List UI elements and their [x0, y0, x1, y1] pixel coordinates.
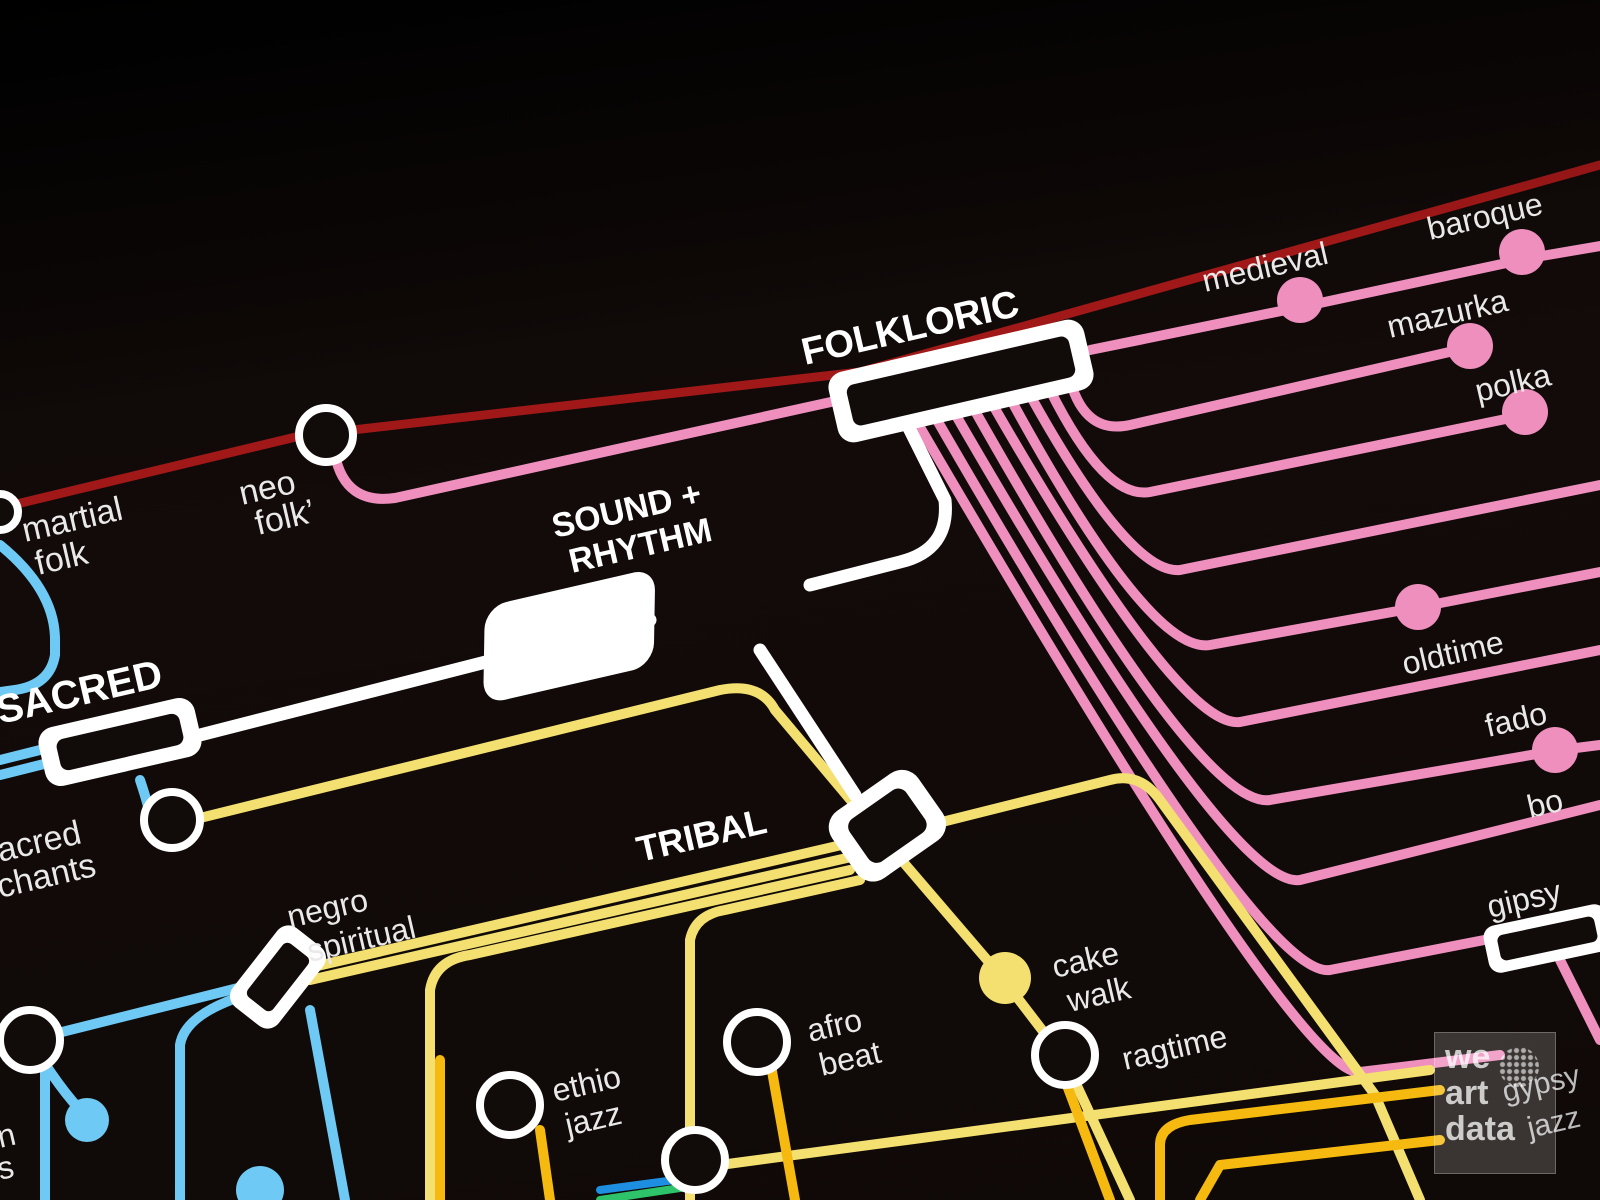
tribal-label: TRIBAL: [633, 800, 771, 870]
station-blue-a[interactable]: [65, 1098, 109, 1142]
station-afro-beat[interactable]: [723, 1008, 791, 1076]
partial-left-label-2: s: [0, 1148, 17, 1187]
station-neo-folk[interactable]: [295, 404, 357, 466]
watermark-text-2: art: [1445, 1074, 1489, 1112]
station-medieval[interactable]: [1277, 277, 1323, 323]
station-blue-b[interactable]: [236, 1166, 284, 1200]
station-ragtime[interactable]: [1031, 1021, 1099, 1089]
watermark-dot-icon: [1499, 1047, 1539, 1087]
station-oldtime[interactable]: [1395, 584, 1441, 630]
watermark-logo: we art data: [1434, 1032, 1556, 1174]
station-ethio-jazz[interactable]: [476, 1071, 544, 1139]
station-cake-walk[interactable]: [979, 952, 1031, 1004]
station-baroque[interactable]: [1499, 229, 1545, 275]
watermark-text-3: data: [1445, 1110, 1515, 1148]
station-fado[interactable]: [1532, 727, 1578, 773]
station-blue-junction[interactable]: [0, 1006, 64, 1074]
station-martial-folk[interactable]: [0, 490, 22, 534]
mazurka-label: mazurka: [1383, 282, 1511, 345]
sound-rhythm-hub[interactable]: [483, 568, 655, 705]
watermark-text-1: we: [1445, 1038, 1491, 1076]
station-bottom[interactable]: [661, 1126, 729, 1194]
ragtime-label: ragtime: [1118, 1018, 1230, 1077]
station-sacred-chants[interactable]: [140, 788, 204, 852]
